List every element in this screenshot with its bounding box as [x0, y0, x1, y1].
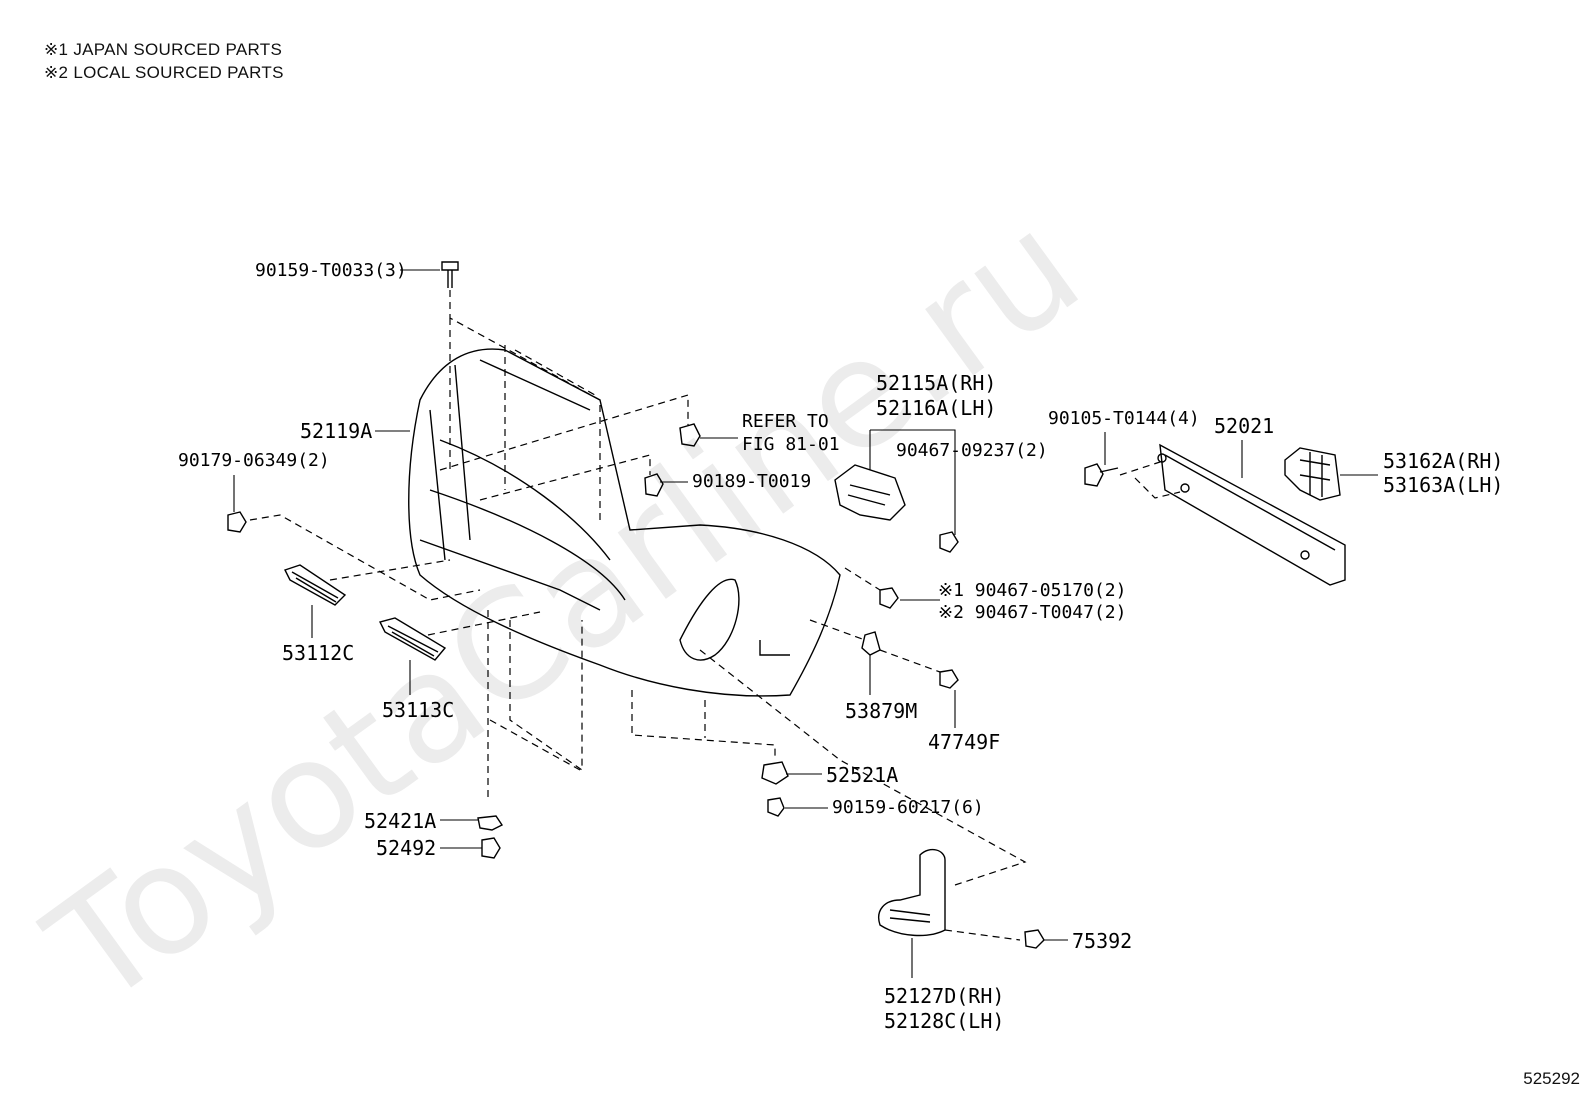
reflector-left — [284, 564, 347, 606]
label-52521a: 52521A — [826, 763, 899, 787]
reflector-right — [378, 617, 447, 661]
label-52127d-rh: 52127D(RH) — [884, 984, 1005, 1008]
side-bracket — [1284, 447, 1341, 501]
label-53112c: 53112C — [282, 641, 355, 665]
retainer-bracket — [834, 464, 906, 521]
bolt-icons — [227, 261, 1119, 949]
label-53113c: 53113C — [382, 698, 455, 722]
label-90189-t0019: 90189-T0019 — [692, 471, 812, 492]
note-local-sourced: ※2 LOCAL SOURCED PARTS — [44, 63, 284, 82]
label-52115a-rh: 52115A(RH) — [876, 371, 997, 395]
label-52421a: 52421A — [364, 809, 437, 833]
label-53879m: 53879M — [845, 699, 918, 723]
label-90467-t0047: ※2 90467-T0047(2) — [938, 602, 1127, 623]
label-90467-05170: ※1 90467-05170(2) — [938, 580, 1127, 601]
label-53162a-rh: 53162A(RH) — [1383, 449, 1504, 473]
label-90467-09237: 90467-09237(2) — [896, 440, 1048, 461]
label-47749f: 47749F — [928, 730, 1001, 754]
label-52492: 52492 — [376, 836, 437, 860]
label-52119a: 52119A — [300, 419, 373, 443]
rear-bumper-cover — [408, 348, 841, 697]
label-52116a-lh: 52116A(LH) — [876, 396, 997, 420]
label-refer-to: REFER TO — [742, 411, 829, 432]
label-90105-t0144: 90105-T0144(4) — [1048, 408, 1200, 429]
figure-number: 525292 — [1523, 1069, 1580, 1088]
label-fig-81-01: FIG 81-01 — [742, 434, 840, 455]
label-52128c-lh: 52128C(LH) — [884, 1009, 1005, 1033]
label-90159-t0033: 90159-T0033(3) — [255, 260, 407, 281]
label-75392: 75392 — [1072, 929, 1133, 953]
rear-plate-bracket — [1159, 443, 1346, 586]
note-japan-sourced: ※1 JAPAN SOURCED PARTS — [44, 40, 283, 59]
label-90159-60217: 90159-60217(6) — [832, 797, 984, 818]
mud-guard — [878, 848, 946, 937]
label-90179-06349: 90179-06349(2) — [178, 450, 330, 471]
label-52021: 52021 — [1214, 414, 1275, 438]
label-53163a-lh: 53163A(LH) — [1383, 473, 1504, 497]
